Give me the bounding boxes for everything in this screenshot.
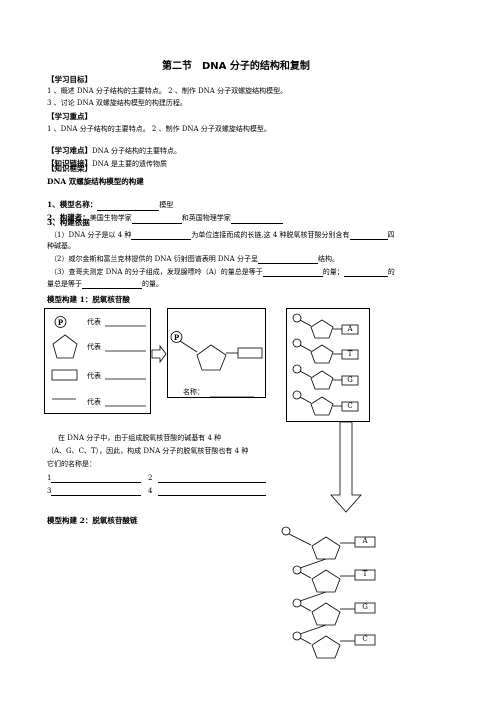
basis-1: （1）DNA 分子是以 4 种 为单位连接而成的长链,这 4 种脱氧核苷酸分别含有…	[50, 231, 395, 240]
blank-g[interactable]	[343, 268, 388, 277]
link-heading: 【知识链接】	[47, 159, 92, 168]
blank-unit[interactable]	[131, 231, 192, 240]
basis-3-c: 的	[387, 268, 395, 276]
basis-2: （2）威尔金斯和富兰克林提供的 DNA 衍射图谱表明 DNA 分子呈 结构。	[50, 255, 339, 264]
model-1-nucleotide-a	[292, 313, 359, 339]
item-2: 2、构建者：美国生物学家 和英国物理学家	[47, 205, 283, 224]
answer-row-1: 1	[47, 474, 142, 483]
basis-1-c: 四	[387, 231, 395, 239]
learning-goal-heading: 【学习目标】	[47, 75, 92, 84]
legend-p-label: 代表	[87, 318, 101, 326]
learning-goal-line-2: 3 、讨论 DNA 双螺旋结构模型的构建历程。	[47, 99, 187, 107]
basis-3-d: 量总是等于	[47, 280, 82, 288]
basis-1-b: 为单位连接而成的长链,这 4 种脱氧核苷酸分别含有	[191, 231, 350, 239]
link-text: DNA 是主要的遗传物质	[92, 160, 168, 168]
basis-3-e: 的量。	[142, 280, 163, 288]
hollow-arrow-down	[330, 421, 362, 513]
answer-row-2: 2	[148, 474, 267, 483]
basis-2-b: 结构。	[317, 255, 339, 263]
answer-1-number: 1	[47, 474, 52, 482]
item-3-label: 3、构建依据	[47, 218, 90, 227]
page-title: 第二节 DNA 分子的结构和复制	[162, 61, 310, 72]
blank-british-physicist[interactable]	[230, 215, 283, 224]
answer-3-blank[interactable]	[51, 487, 142, 496]
blank-structure[interactable]	[257, 255, 318, 264]
difficulty-row: 【学习难点】DNA 分子结构的主要特点。	[47, 138, 181, 157]
item-2-text-b: 和英国物理学家	[181, 214, 231, 222]
answer-row-3: 3	[47, 487, 142, 496]
key-point-heading: 【学习重点】	[47, 112, 92, 121]
blank-model-name[interactable]	[97, 202, 160, 211]
blank-equal-a[interactable]	[262, 268, 323, 277]
basis-3: （3）查哥夫测定 DNA 的分子组成，发现腺嘌呤（A）的量总是等于 的量； 的	[50, 268, 395, 277]
difficulty-text: DNA 分子结构的主要特点。	[92, 147, 182, 155]
basis-2-a: （2）威尔金斯和富兰克林提供的 DNA 衍射图谱表明 DNA 分子呈	[50, 255, 258, 263]
model-1-heading: 模型构建 1：脱氧核苷酸	[47, 295, 130, 304]
blank-bases[interactable]	[349, 231, 388, 240]
para-line-1: 在 DNA 分子中，由于组成脱氧核苷酸的碱基有 4 种	[58, 434, 222, 442]
answer-3-number: 3	[47, 487, 52, 495]
model-1-base-t: T	[347, 350, 353, 358]
basis-1-a: （1）DNA 分子是以 4 种	[50, 231, 132, 239]
center-pentose	[196, 344, 227, 371]
learning-goal-line-1: 1 、概述 DNA 分子结构的主要特点。 2 、制作 DNA 分子双螺旋结构模型…	[47, 87, 288, 95]
bases-box	[286, 308, 370, 422]
model-2-base-c: C	[362, 635, 368, 643]
key-point-line-1: 1 、DNA 分子结构的主要特点。 2 、制作 DNA 分子双螺旋结构模型。	[47, 125, 271, 133]
model-1-base-c: C	[347, 402, 353, 410]
nucleotide-name-label: 名称：	[183, 388, 204, 396]
item-2-label: 2、构建者：	[47, 213, 90, 222]
center-bond-1	[179, 340, 198, 353]
blank-equal-c[interactable]	[82, 280, 142, 289]
center-phosphate-circle	[170, 331, 183, 343]
model-1-nucleotide-t	[292, 338, 359, 364]
model-1-base-a: A	[347, 325, 353, 333]
legend-phosphate-p: P	[57, 318, 64, 327]
center-base-rect	[237, 347, 263, 359]
answer-1-blank[interactable]	[51, 474, 142, 483]
model-1-nucleotide-c	[292, 390, 359, 416]
frame-heading: 【知识框架】	[47, 164, 92, 173]
model-1-nucleotide-g	[292, 364, 359, 390]
item-1-suffix: 模型	[159, 201, 174, 209]
answer-2-blank[interactable]	[158, 474, 267, 483]
basis-3-b: 的量；	[322, 268, 344, 276]
model-2-base-g: G	[362, 603, 368, 611]
model-2-base-t: T	[362, 570, 368, 578]
item-1: 1、模型名称： 模型	[47, 192, 173, 211]
model-1-base-g: G	[347, 376, 353, 384]
legend-phosphate-circle	[54, 316, 67, 328]
section-subtitle: DNA 双螺旋结构模型的构建	[47, 177, 144, 186]
answer-4-number: 4	[148, 487, 153, 495]
answer-4-blank[interactable]	[158, 487, 267, 496]
item-2-text-a: 美国生物学家	[89, 214, 132, 222]
para-line-3: 它们的名称是：	[47, 460, 96, 468]
basis-3-line2: 量总是等于 的量。	[47, 280, 163, 289]
legend-base-rect	[51, 369, 78, 381]
answer-2-number: 2	[148, 474, 153, 482]
legend-line-label: 代表	[87, 398, 101, 406]
answer-row-4: 4	[148, 487, 267, 496]
model-2-chain	[281, 526, 376, 659]
item-1-label: 1、模型名称：	[47, 200, 98, 209]
nucleotide-box	[167, 308, 266, 398]
hollow-arrow-right	[151, 344, 167, 364]
model-2-base-a: A	[362, 537, 368, 545]
legend-rect-label: 代表	[87, 372, 101, 380]
difficulty-heading: 【学习难点】	[47, 146, 92, 155]
basis-3-a: （3）查哥夫测定 DNA 的分子组成，发现腺嘌呤（A）的量总是等于	[50, 268, 263, 276]
blank-american-biologist[interactable]	[131, 215, 182, 224]
legend-pentose-label: 代表	[87, 343, 101, 351]
para-line-2: （A、G、C、T），因此，构成 DNA 分子的脱氧核苷酸也有 4 种	[47, 447, 249, 455]
model-2-heading: 模型构建 2：脱氧核苷酸链	[47, 516, 138, 525]
center-phosphate-p: P	[173, 333, 180, 342]
link-row: 【知识链接】DNA 是主要的遗传物质	[47, 151, 167, 170]
legend-pentose	[52, 334, 78, 359]
basis-1-d: 种碱基。	[47, 242, 75, 250]
